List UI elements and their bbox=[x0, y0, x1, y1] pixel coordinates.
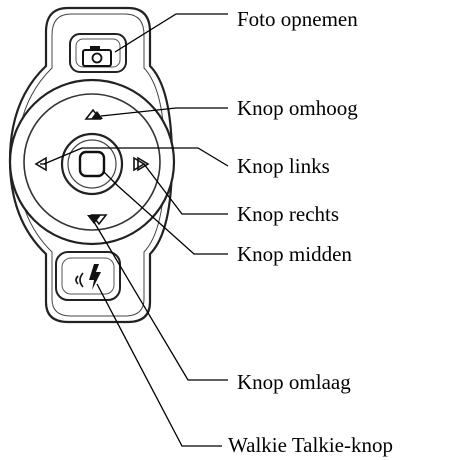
leader-line-left bbox=[43, 147, 229, 167]
leader-line-photo bbox=[114, 13, 228, 53]
center-button[interactable] bbox=[60, 132, 124, 196]
photo-button[interactable] bbox=[69, 33, 127, 73]
triangle-up-icon bbox=[84, 108, 103, 120]
camera-icon bbox=[82, 46, 112, 67]
leader-line-right bbox=[143, 163, 228, 215]
label-left: Knop links bbox=[237, 154, 330, 178]
rounded-square-icon bbox=[78, 150, 106, 178]
label-walkie: Walkie Talkie-knop bbox=[228, 433, 393, 457]
triangle-down-icon bbox=[87, 214, 108, 226]
label-down: Knop omlaag bbox=[237, 370, 351, 394]
leader-line-walkie bbox=[96, 283, 222, 447]
label-up: Knop omhoog bbox=[237, 96, 358, 120]
leader-line-center bbox=[103, 171, 228, 255]
walkie-button[interactable] bbox=[55, 251, 121, 301]
device-body-inner-outline bbox=[16, 13, 166, 317]
up-button[interactable] bbox=[84, 108, 103, 120]
right-button[interactable] bbox=[133, 156, 150, 172]
label-right: Knop rechts bbox=[237, 202, 340, 226]
leader-line-up bbox=[100, 107, 228, 117]
label-photo: Foto opnemen bbox=[237, 7, 358, 31]
walkie-talkie-icon bbox=[75, 264, 101, 290]
down-button[interactable] bbox=[87, 214, 108, 226]
leader-line-down bbox=[93, 221, 228, 381]
label-center: Knop midden bbox=[237, 242, 352, 266]
triangle-right-icon bbox=[133, 156, 150, 172]
